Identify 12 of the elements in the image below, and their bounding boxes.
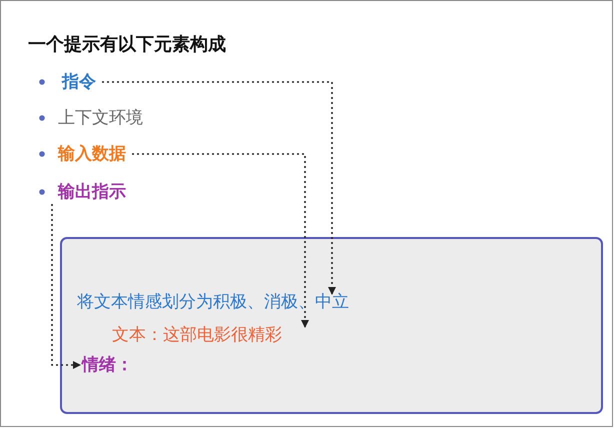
- list-item: 输入数据: [58, 144, 126, 164]
- dotted-arrow: [132, 153, 309, 328]
- prompt-text: 情绪：: [82, 355, 133, 375]
- prompt-box: [60, 237, 603, 414]
- title: 一个提示有以下元素构成: [28, 34, 226, 56]
- list-item: 上下文环境: [58, 108, 143, 128]
- prompt-text: 文本：这部电影很精彩: [112, 325, 282, 345]
- dotted-arrow: [51, 204, 81, 369]
- list-item: 指令: [62, 72, 96, 92]
- prompt-text: 将文本情感划分为积极、消极、中立: [77, 292, 349, 312]
- dotted-arrow: [102, 81, 336, 295]
- list-item: 输出指示: [58, 182, 126, 202]
